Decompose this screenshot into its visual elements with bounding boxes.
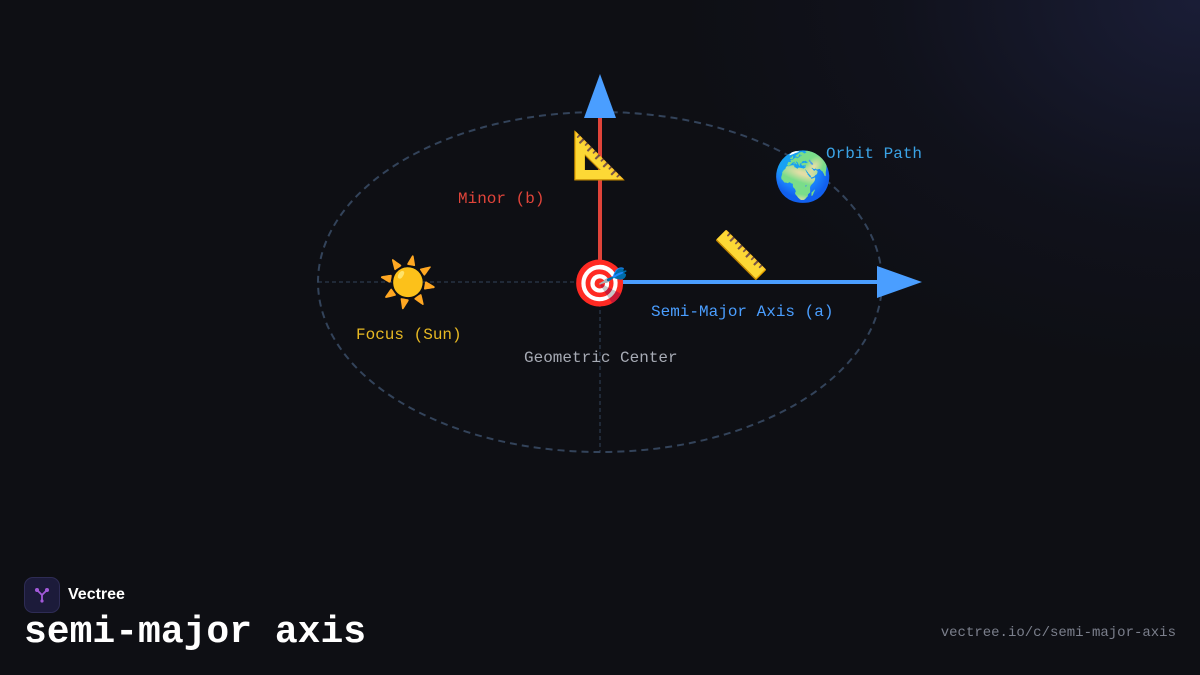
orbit-path-label: Orbit Path bbox=[826, 145, 923, 163]
semi-major-axis-arrowhead bbox=[877, 266, 922, 298]
semi-major-axis-label: Semi-Major Axis (a) bbox=[651, 303, 834, 321]
ruler-icon: 📏 bbox=[712, 228, 770, 282]
focus-label: Focus (Sun) bbox=[356, 326, 462, 344]
target-icon: 🎯 bbox=[571, 256, 629, 310]
brand-name: Vectree bbox=[68, 586, 125, 603]
sun-icon: ☀️ bbox=[378, 255, 438, 311]
set-square-icon: 📐 bbox=[571, 128, 629, 182]
minor-axis-label: Minor (b) bbox=[458, 190, 545, 208]
tree-branch-icon bbox=[24, 577, 60, 613]
earth-icon: 🌍 bbox=[773, 149, 833, 205]
page-title: semi-major axis bbox=[24, 611, 367, 654]
page-url[interactable]: vectree.io/c/semi-major-axis bbox=[940, 625, 1176, 641]
center-label: Geometric Center bbox=[524, 349, 678, 367]
brand: Vectree bbox=[24, 577, 125, 613]
minor-axis-arrowhead bbox=[584, 74, 616, 118]
